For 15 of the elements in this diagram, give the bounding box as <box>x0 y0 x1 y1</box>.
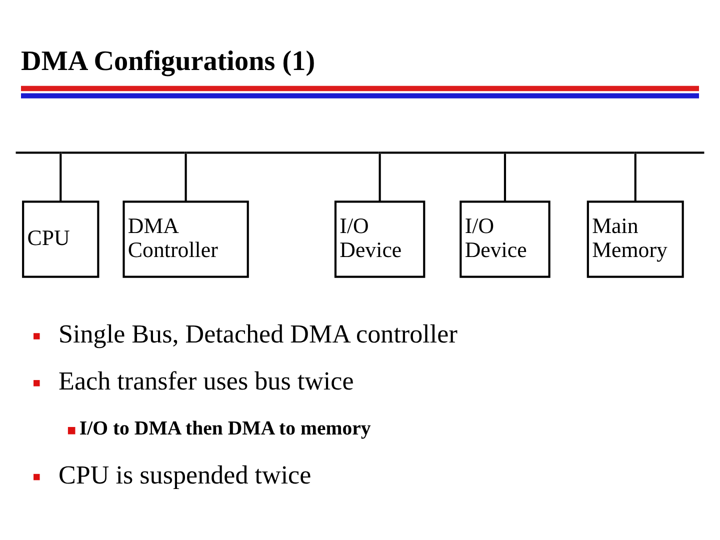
label: I/O to DMA then DMA to memory <box>79 417 371 440</box>
connector <box>60 154 62 202</box>
node-box: DMA Controller <box>122 200 249 278</box>
connector <box>634 154 636 202</box>
node-box: I/O Device <box>334 200 426 278</box>
label: Single Bus, Detached DMA controller <box>58 319 458 348</box>
connector <box>504 154 506 202</box>
node-box: I/O Device <box>460 200 550 278</box>
connector <box>184 154 187 202</box>
label: Each transfer uses bus twice <box>58 366 354 396</box>
node-box: Main Memory <box>586 200 684 278</box>
label: CPU is suspended twice <box>58 460 312 490</box>
connector <box>378 154 381 202</box>
diagram-title: DMA Configurations (1) <box>21 46 316 77</box>
node-box: CPU <box>22 200 100 278</box>
